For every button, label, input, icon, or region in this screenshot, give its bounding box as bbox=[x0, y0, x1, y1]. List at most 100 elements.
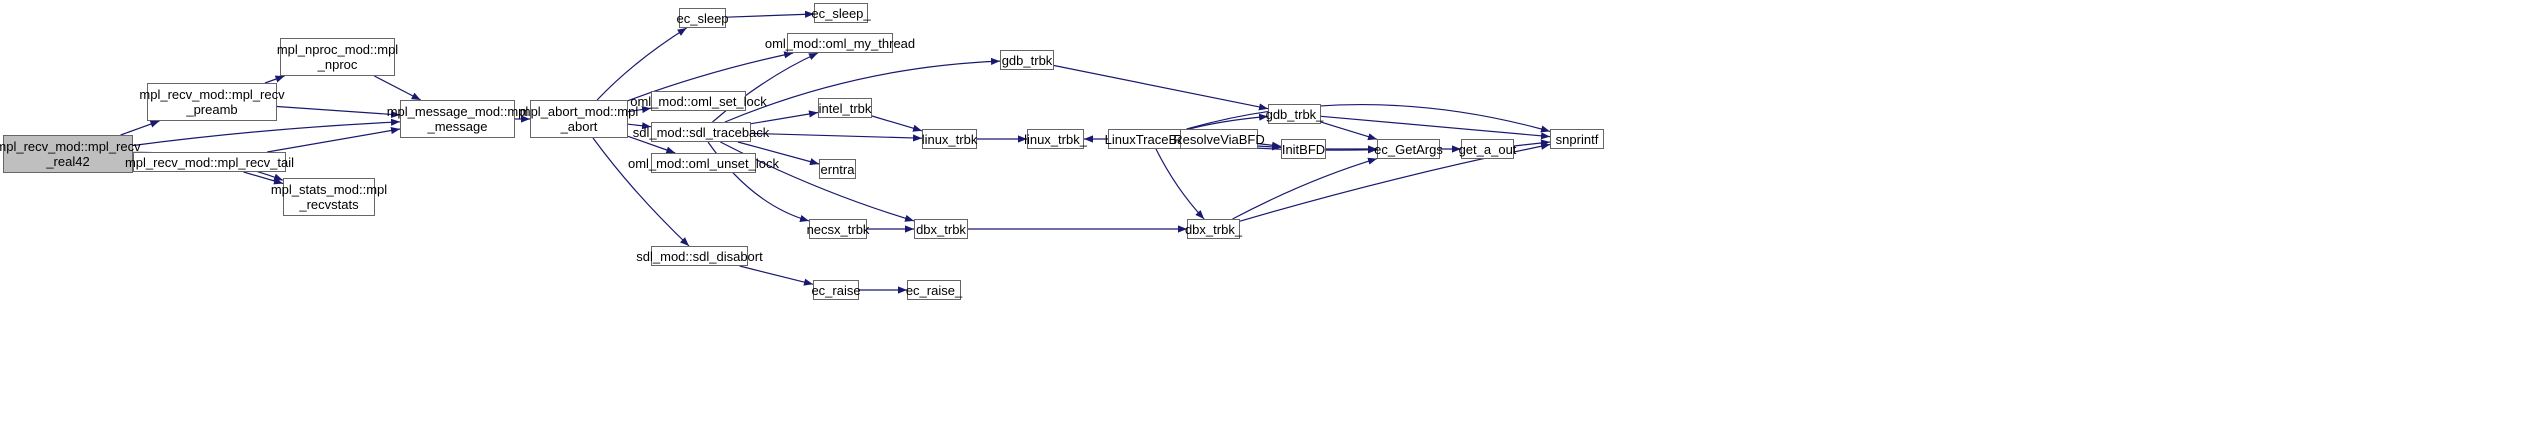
edge-mpl_recv_preamb-to-mpl_message bbox=[276, 105, 401, 118]
edge-gdb_trbk-to-gdb_trbk_ bbox=[1053, 64, 1269, 111]
node-label-line: mpl_recv_mod::mpl_recv bbox=[139, 87, 285, 102]
node-ec-sleep-underscore[interactable]: ec_sleep_ bbox=[811, 3, 871, 23]
node-mpl-recvstats[interactable]: mpl_stats_mod::mpl_recvstats bbox=[271, 178, 387, 216]
edge-sdl_disabort-to-ec_raise bbox=[739, 265, 814, 286]
node-label-line: sdl_mod::sdl_disabort bbox=[636, 248, 763, 264]
node-label-line: linux_trbk_ bbox=[1024, 131, 1087, 147]
node-label-line: mpl_abort_mod::mpl bbox=[519, 104, 639, 119]
node-label-line: _real42 bbox=[46, 154, 90, 169]
edge-mpl_abort-to-oml_unset_lock bbox=[627, 135, 676, 154]
node-ec-raise-underscore[interactable]: ec_raise_ bbox=[905, 280, 963, 300]
edge-mpl_abort-to-sdl_disabort bbox=[592, 137, 690, 247]
node-sdl-traceback[interactable]: sdl_mod::sdl_traceback bbox=[633, 122, 769, 142]
edge-mpl_recv_real42-to-mpl_message bbox=[132, 118, 401, 147]
node-label-line: _recvstats bbox=[299, 197, 359, 212]
edge-gdb_trbk_-to-ec_GetArgs bbox=[1320, 121, 1378, 141]
node-label-line: mpl_message_mod::mpl bbox=[386, 104, 529, 119]
node-label-line: ResolveViaBFD bbox=[1173, 131, 1265, 147]
node-label-line: gdb_trbk bbox=[1001, 52, 1053, 68]
node-mpl-recv-tail[interactable]: mpl_recv_mod::mpl_recv_tail bbox=[125, 152, 294, 172]
edge-ResolveViaBFD-to-InitBFD bbox=[1257, 141, 1282, 149]
node-label-line: _nproc bbox=[317, 57, 358, 72]
node-label-line: _preamb bbox=[186, 102, 238, 117]
node-init-bfd[interactable]: InitBFD bbox=[1281, 139, 1326, 159]
node-resolve-via-bfd[interactable]: ResolveViaBFD bbox=[1173, 129, 1265, 149]
node-label-line: oml_mod::oml_unset_lock bbox=[627, 155, 780, 171]
node-mpl-nproc[interactable]: mpl_nproc_mod::mpl_nproc bbox=[276, 38, 399, 76]
node-gdb-trbk[interactable]: gdb_trbk bbox=[1000, 50, 1054, 70]
node-label-line: intel_trbk bbox=[818, 100, 872, 116]
node-label-line: _message bbox=[427, 119, 488, 134]
node-label-line: _abort bbox=[560, 119, 598, 134]
node-linux-trbk[interactable]: linux_trbk bbox=[922, 129, 977, 149]
node-oml-set-lock[interactable]: oml_mod::oml_set_lock bbox=[630, 91, 767, 111]
edge-mpl_recv_tail-to-mpl_message bbox=[267, 126, 401, 153]
node-dbx-trbk-underscore[interactable]: dbx_trbk_ bbox=[1184, 219, 1243, 239]
node-necsx-trbk[interactable]: necsx_trbk bbox=[806, 219, 870, 239]
node-snprintf[interactable]: snprintf bbox=[1550, 129, 1604, 149]
edge-mpl_recv_preamb-to-mpl_nproc bbox=[264, 75, 285, 84]
edge-dbx_trbk_-to-ec_GetArgs bbox=[1232, 157, 1378, 220]
edge-mpl_nproc-to-mpl_message bbox=[374, 75, 421, 101]
edge-sdl_traceback-to-intel_trbk bbox=[750, 110, 819, 125]
node-ec-getargs[interactable]: ec_GetArgs bbox=[1374, 139, 1443, 159]
node-label-line: linux_trbk bbox=[921, 131, 978, 147]
node-label-line: sdl_mod::sdl_traceback bbox=[632, 124, 770, 140]
node-label-line: ec_raise bbox=[811, 282, 861, 298]
node-label-line: mpl_nproc_mod::mpl bbox=[276, 42, 399, 57]
edge-ec_sleep-to-ec_sleep_ bbox=[725, 10, 815, 18]
node-linux-trbk-underscore[interactable]: linux_trbk_ bbox=[1024, 129, 1087, 149]
edge-mpl_recv_tail-to-mpl_recvstats bbox=[243, 171, 284, 185]
node-label-line: dbx_trbk_ bbox=[1184, 221, 1243, 237]
edge-mpl_abort-to-oml_my_thread bbox=[627, 51, 794, 102]
node-oml-my-thread[interactable]: oml_mod::oml_my_thread bbox=[765, 33, 915, 53]
edge-get_a_out-to-snprintf bbox=[1513, 139, 1551, 147]
node-label-line: ec_GetArgs bbox=[1374, 141, 1443, 157]
edge-sdl_traceback-to-gdb_trbk bbox=[724, 57, 1001, 123]
edge-mpl_abort-to-sdl_traceback bbox=[627, 122, 652, 130]
node-label-line: mpl_recv_mod::mpl_recv bbox=[0, 139, 141, 154]
node-oml-unset-lock[interactable]: oml_mod::oml_unset_lock bbox=[628, 153, 779, 173]
edge-intel_trbk-to-linux_trbk bbox=[871, 115, 923, 132]
node-label-line: ec_raise_ bbox=[905, 282, 963, 298]
node-erntra[interactable]: erntra bbox=[819, 159, 856, 179]
node-label-line: snprintf bbox=[1555, 131, 1599, 147]
node-linux-trace-back[interactable]: LinuxTraceBack bbox=[1105, 129, 1197, 149]
node-gdb-trbk-underscore[interactable]: gdb_trbk_ bbox=[1265, 104, 1324, 124]
edge-LinuxTraceBack-to-gdb_trbk_ bbox=[1189, 113, 1269, 130]
edge-mpl_abort-to-oml_set_lock bbox=[627, 105, 652, 114]
node-sdl-disabort[interactable]: sdl_mod::sdl_disabort bbox=[636, 246, 763, 266]
node-label-line: gdb_trbk_ bbox=[1265, 106, 1324, 122]
node-label-line: LinuxTraceBack bbox=[1104, 131, 1198, 147]
node-label-line: get_a_out bbox=[1458, 141, 1517, 157]
node-get-a-out[interactable]: get_a_out bbox=[1458, 139, 1517, 159]
node-label-line: ec_sleep_ bbox=[811, 5, 871, 21]
node-ec-raise[interactable]: ec_raise bbox=[811, 280, 861, 300]
node-mpl-recv-preamb[interactable]: mpl_recv_mod::mpl_recv_preamb bbox=[139, 83, 285, 121]
edge-gdb_trbk_-to-snprintf bbox=[1320, 115, 1551, 140]
node-label-line: mpl_stats_mod::mpl bbox=[270, 182, 388, 197]
edge-sdl_traceback-to-linux_trbk bbox=[750, 132, 923, 142]
node-label-line: dbx_trbk bbox=[916, 221, 966, 237]
node-label-line: oml_mod::oml_my_thread bbox=[764, 35, 916, 51]
node-mpl-message[interactable]: mpl_message_mod::mpl_message bbox=[387, 100, 528, 138]
node-mpl-abort[interactable]: mpl_abort_mod::mpl_abort bbox=[520, 100, 638, 138]
node-label-line: oml_mod::oml_set_lock bbox=[630, 93, 767, 109]
edge-sdl_traceback-to-erntra bbox=[737, 141, 820, 166]
node-intel-trbk[interactable]: intel_trbk bbox=[818, 98, 872, 118]
edge-LinuxTraceBack-to-dbx_trbk_ bbox=[1155, 148, 1205, 220]
node-label-line: necsx_trbk bbox=[806, 221, 870, 237]
node-ec-sleep[interactable]: ec_sleep bbox=[676, 8, 729, 28]
edge-mpl_abort-to-ec_sleep bbox=[596, 27, 687, 101]
edge-mpl_recv_real42-to-mpl_recv_preamb bbox=[120, 120, 160, 136]
node-label-line: InitBFD bbox=[1281, 141, 1326, 157]
node-label-line: ec_sleep bbox=[676, 10, 729, 26]
node-label-line: erntra bbox=[820, 161, 855, 177]
node-mpl-recv-real42: mpl_recv_mod::mpl_recv_real42 bbox=[0, 135, 141, 173]
edge-sdl_traceback-to-oml_my_thread bbox=[712, 52, 819, 123]
node-label-line: mpl_recv_mod::mpl_recv_tail bbox=[124, 154, 295, 170]
edge-LinuxTraceBack-to-snprintf bbox=[1186, 104, 1551, 133]
node-dbx-trbk[interactable]: dbx_trbk bbox=[914, 219, 968, 239]
edges bbox=[120, 10, 1551, 294]
